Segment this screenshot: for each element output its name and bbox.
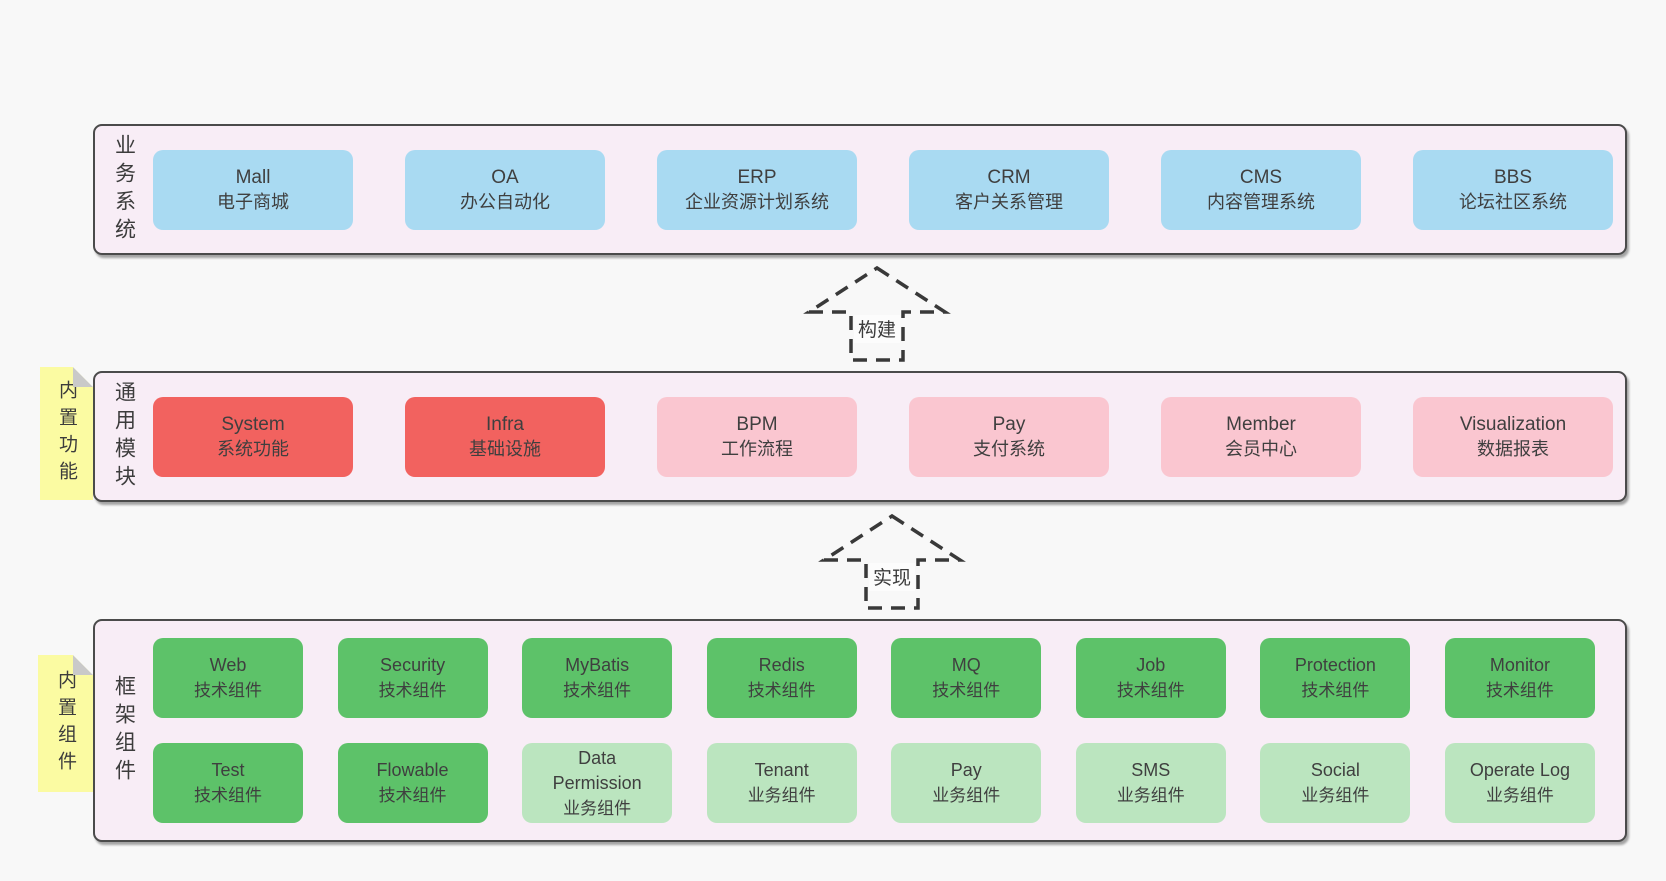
section-label-business: 业务系统 — [112, 133, 136, 246]
box-system: System 系统功能 — [153, 396, 353, 477]
section-label-components: 框架组件 — [112, 674, 136, 787]
box-social: Social 业务组件 — [1260, 743, 1411, 823]
sticky-note-label: 内置功能 — [56, 379, 77, 488]
box-pay-module: Pay 支付系统 — [909, 396, 1109, 477]
box-data-permission: Data Permission 业务组件 — [522, 743, 673, 823]
box-infra: Infra 基础设施 — [405, 396, 605, 477]
arrow-realize-label: 实现 — [873, 567, 911, 589]
box-sms: SMS 业务组件 — [1075, 743, 1226, 823]
sticky-note-builtin-components: 内置组件 — [38, 655, 93, 792]
arrow-up-realize-icon: 实现 — [818, 513, 966, 610]
box-oa: OA 办公自动化 — [405, 149, 605, 230]
box-mybatis: MyBatis 技术组件 — [522, 638, 673, 718]
box-mall: Mall 电子商城 — [153, 149, 353, 230]
box-member: Member 会员中心 — [1161, 396, 1361, 477]
box-web: Web 技术组件 — [153, 638, 303, 718]
section-label-modules: 通用模块 — [112, 380, 136, 493]
box-protection: Protection 技术组件 — [1260, 638, 1411, 718]
box-visualization: Visualization 数据报表 — [1413, 396, 1613, 477]
box-pay-component: Pay 业务组件 — [891, 743, 1042, 823]
section-business-systems: 业务系统 Mall 电子商城 OA 办公自动化 ERP 企业资源计划系统 CRM… — [93, 124, 1627, 255]
box-redis: Redis 技术组件 — [706, 638, 857, 718]
box-bpm: BPM 工作流程 — [657, 396, 857, 477]
arrow-build-label: 构建 — [858, 319, 896, 341]
section-framework-components: 框架组件 Web 技术组件 Security 技术组件 MyBatis 技术组件… — [93, 619, 1627, 842]
box-cms: CMS 内容管理系统 — [1161, 149, 1361, 230]
box-bbs: BBS 论坛社区系统 — [1413, 149, 1613, 230]
box-flowable: Flowable 技术组件 — [337, 743, 488, 823]
sticky-note-builtin-features: 内置功能 — [40, 367, 93, 500]
folded-corner-cut — [73, 655, 93, 675]
box-job: Job 技术组件 — [1075, 638, 1226, 718]
arrow-up-build-icon: 构建 — [803, 265, 951, 362]
section-common-modules: 通用模块 System 系统功能 Infra 基础设施 BPM 工作流程 Pay… — [93, 371, 1627, 502]
modules-boxes-row: System 系统功能 Infra 基础设施 BPM 工作流程 Pay 支付系统… — [153, 373, 1625, 500]
sticky-note-label: 内置组件 — [55, 669, 76, 778]
box-operate-log: Operate Log 业务组件 — [1444, 743, 1595, 823]
business-boxes-row: Mall 电子商城 OA 办公自动化 ERP 企业资源计划系统 CRM 客户关系… — [153, 126, 1625, 253]
box-test: Test 技术组件 — [153, 743, 303, 823]
box-security: Security 技术组件 — [337, 638, 488, 718]
box-erp: ERP 企业资源计划系统 — [657, 149, 857, 230]
folded-corner-cut — [73, 367, 93, 387]
box-mq: MQ 技术组件 — [891, 638, 1042, 718]
components-boxes-grid: Web 技术组件 Security 技术组件 MyBatis 技术组件 Redi… — [153, 621, 1625, 840]
box-monitor: Monitor 技术组件 — [1444, 638, 1595, 718]
box-crm: CRM 客户关系管理 — [909, 149, 1109, 230]
box-tenant: Tenant 业务组件 — [706, 743, 857, 823]
